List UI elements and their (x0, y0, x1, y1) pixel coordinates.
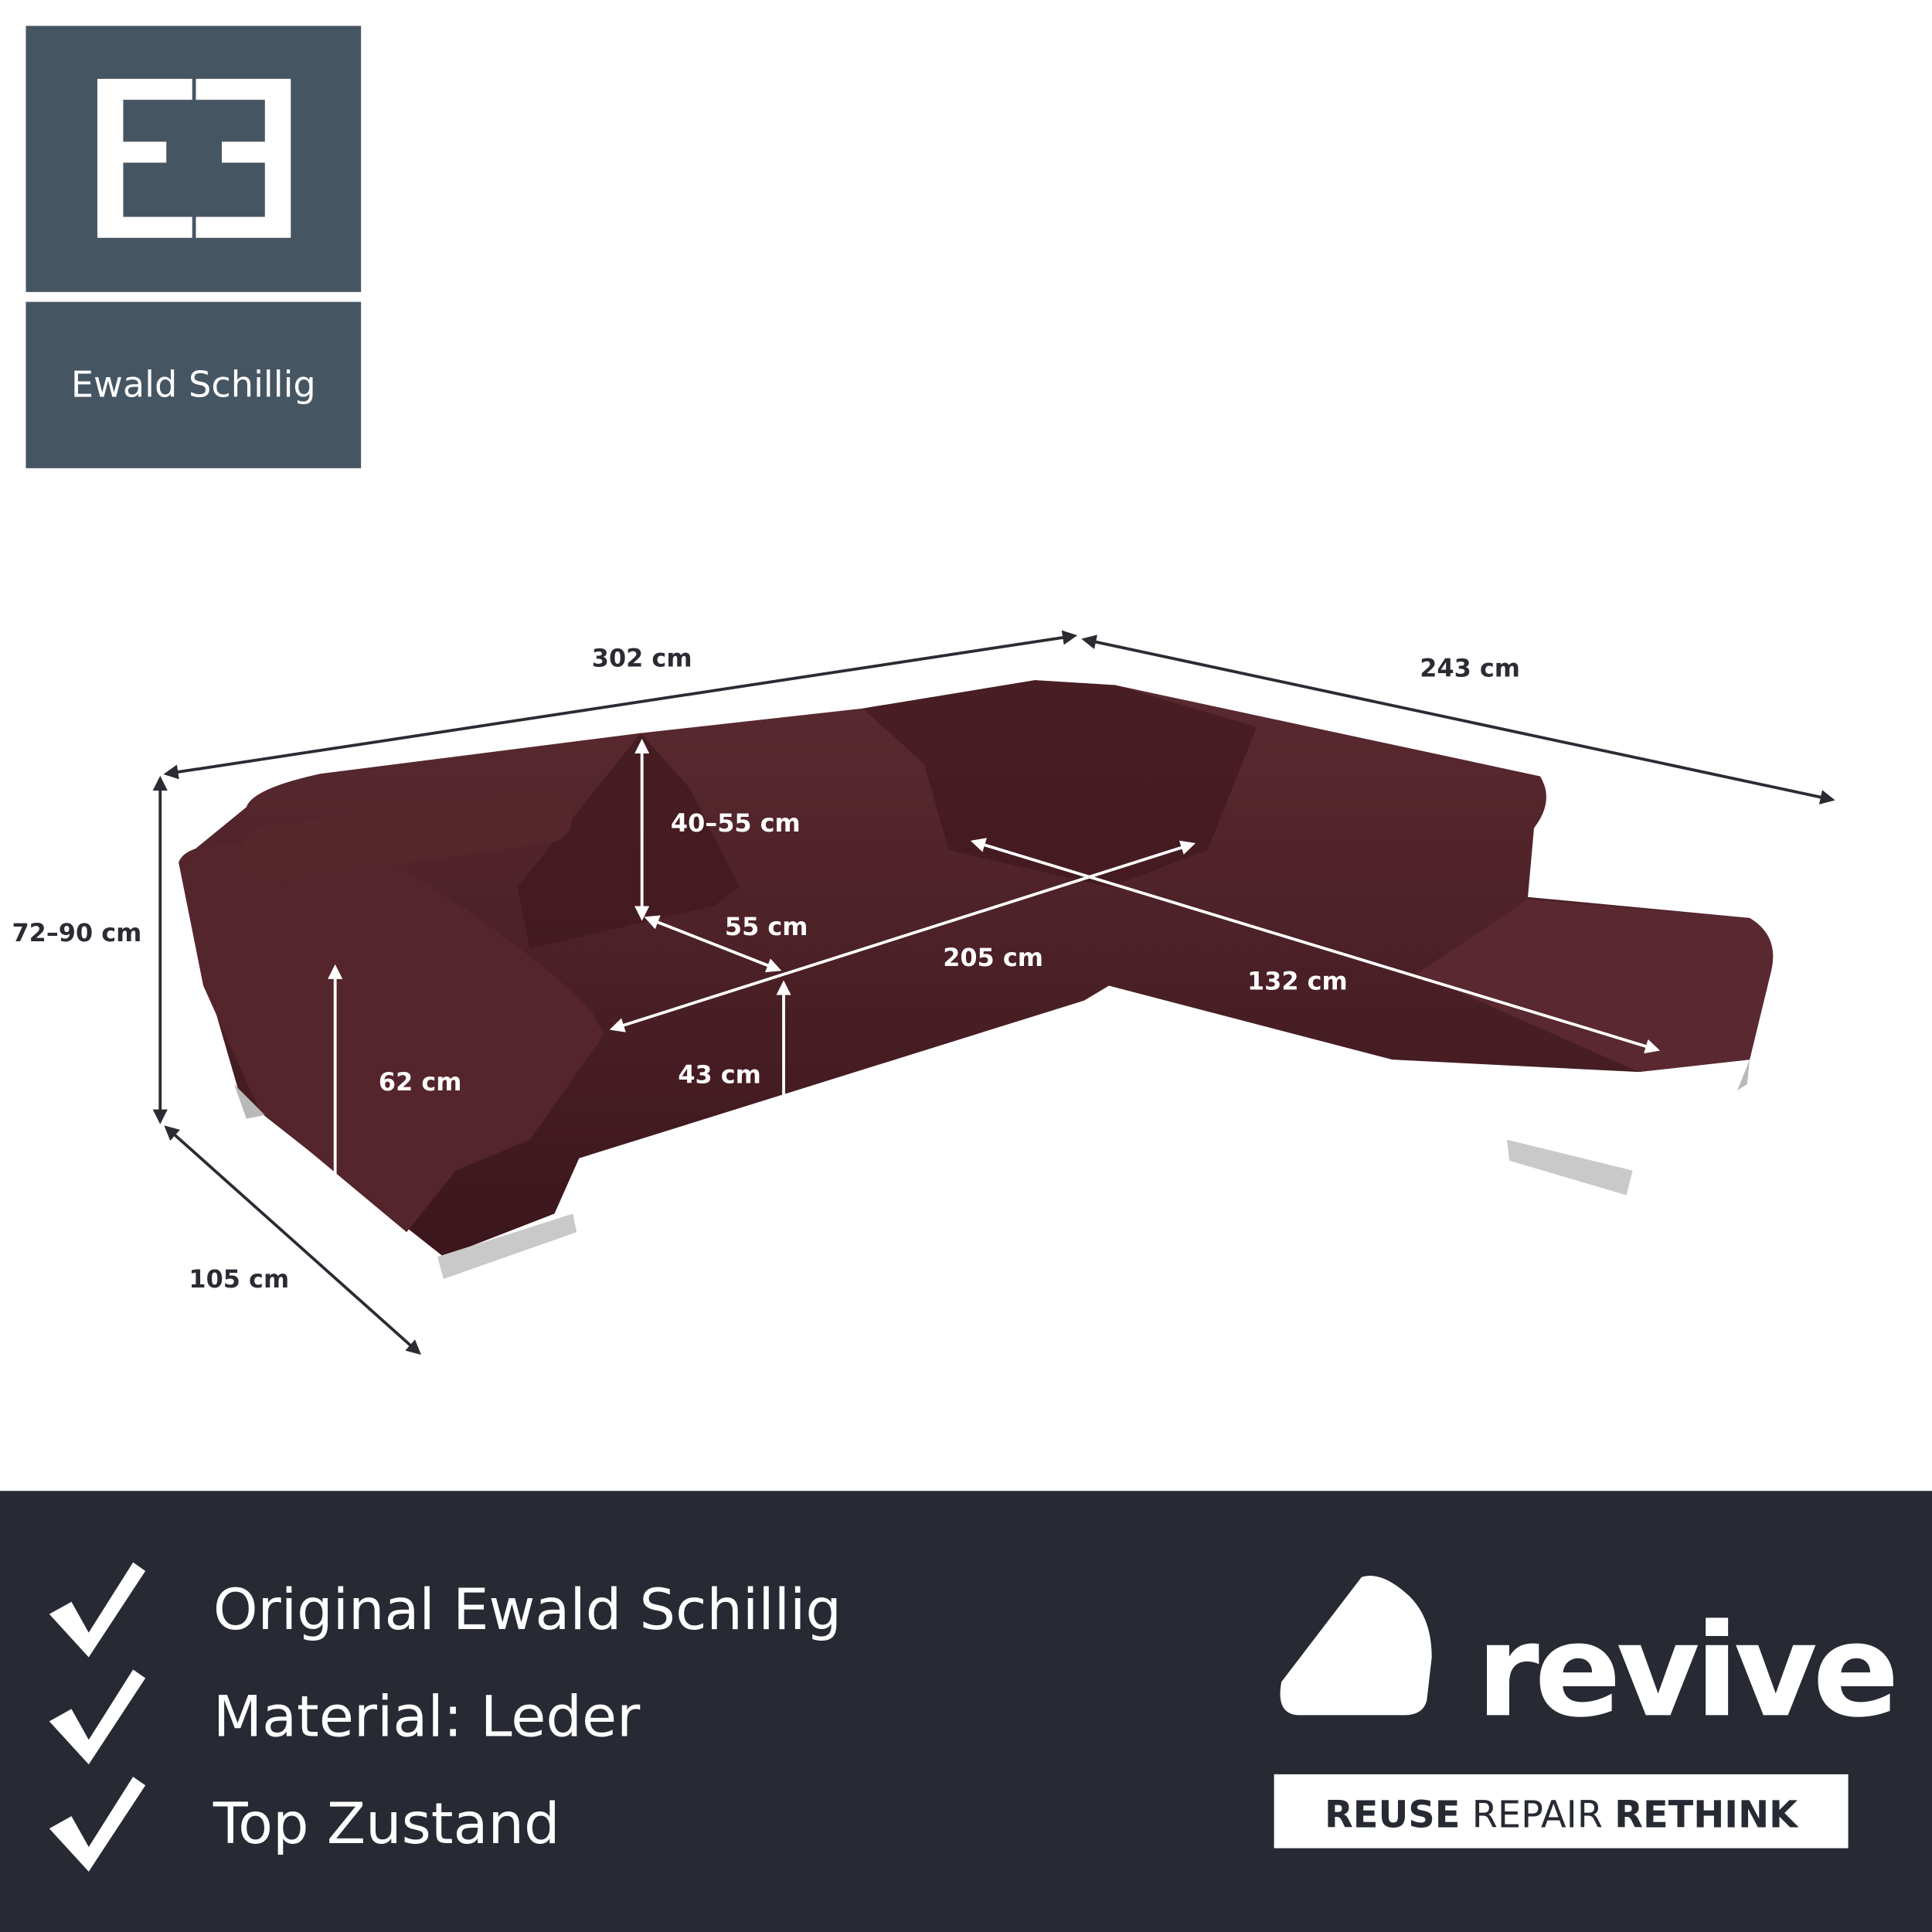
dim-132: 132 cm (1247, 966, 1348, 995)
feature-list: Original Ewald Schillig Material: Leder … (49, 1562, 842, 1872)
dim-302: 302 cm (592, 644, 692, 673)
feature-text: Material: Leder (213, 1684, 641, 1750)
dim-243: 243 cm (1420, 653, 1520, 682)
checkmark-icon (49, 1669, 146, 1765)
bottom-banner (0, 1491, 1932, 1932)
arrow-depth (164, 1125, 421, 1355)
dim-105: 105 cm (189, 1264, 289, 1294)
dim-205: 205 cm (943, 943, 1043, 972)
dim-headrest: 40–55 cm (671, 808, 801, 838)
checkmark-icon (49, 1562, 146, 1658)
dimension-arrows (152, 630, 1835, 1355)
revive-tagline: REUSE REPAIR RETHINK (1325, 1794, 1799, 1836)
revive-mark-icon (1280, 1576, 1432, 1716)
dim-height: 72–90 cm (12, 918, 141, 947)
feature-text: Original Ewald Schillig (213, 1577, 842, 1643)
feature-text: Top Zustand (213, 1791, 560, 1857)
arrow-302 (163, 630, 1078, 780)
checkmark-icon (49, 1777, 146, 1872)
dim-62: 62 cm (379, 1067, 462, 1097)
brand-logo-text: Ewald Schillig (71, 363, 316, 405)
revive-wordmark: revive (1476, 1597, 1894, 1746)
dim-seat-depth: 55 cm (725, 912, 808, 941)
arrow-243 (1081, 634, 1835, 804)
dim-43: 43 cm (678, 1060, 761, 1089)
arrow-132 (970, 838, 1661, 1054)
revive-logo: revive REUSE REPAIR RETHINK (1274, 1576, 1900, 1849)
ewald-schillig-logo: Ewald Schillig (26, 26, 362, 468)
corner-sofa (179, 680, 1774, 1279)
